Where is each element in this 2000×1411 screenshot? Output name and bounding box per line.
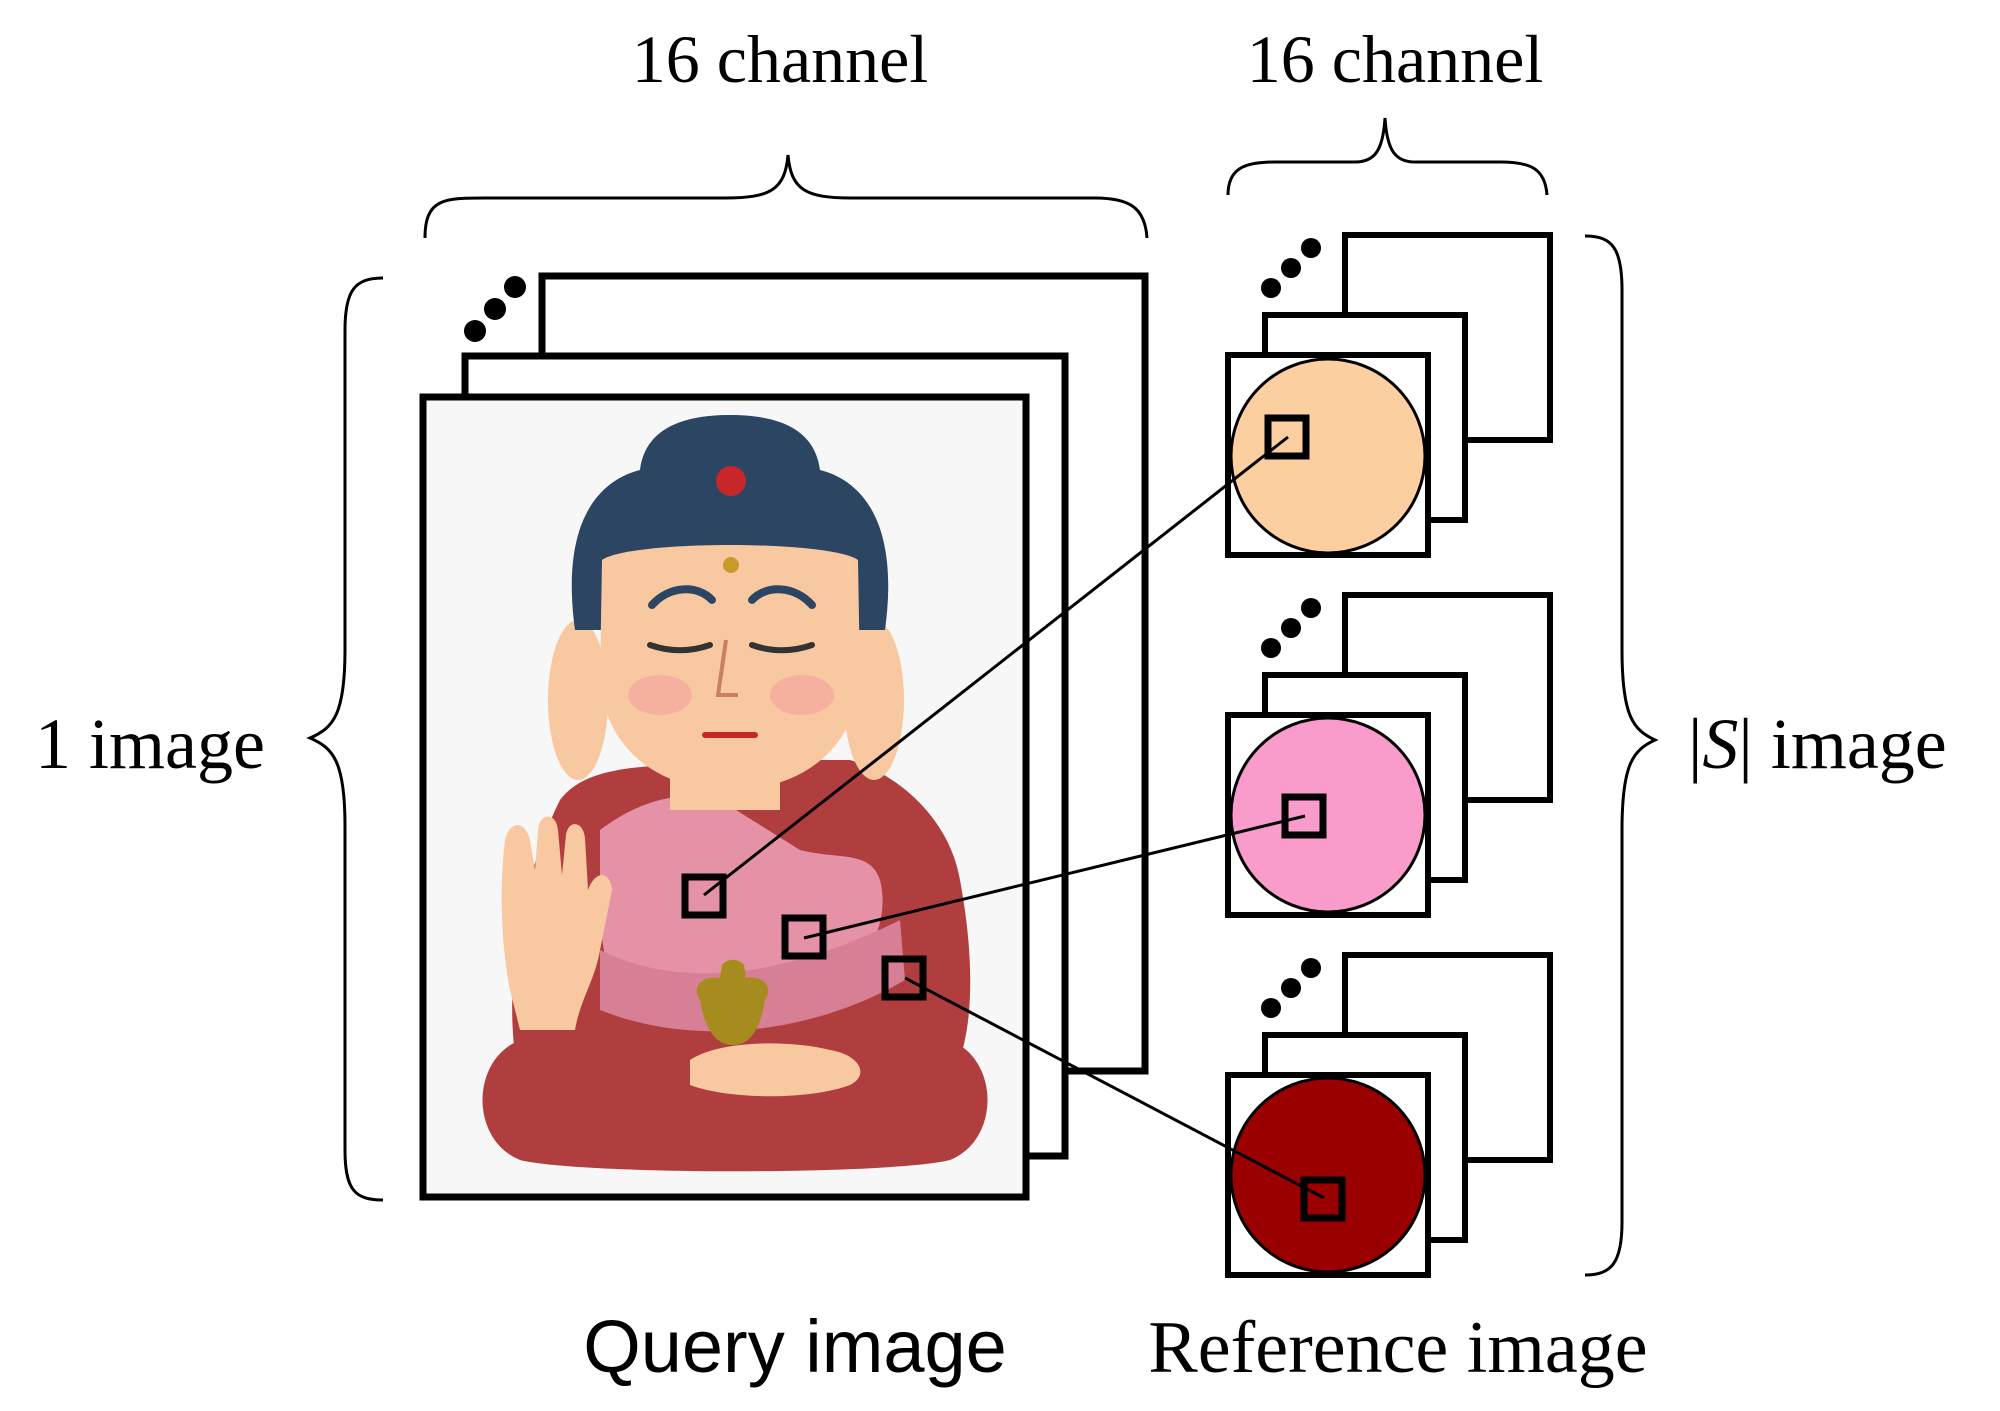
urna bbox=[716, 466, 746, 496]
query-channel-brace bbox=[423, 154, 1149, 239]
robe-band bbox=[600, 920, 905, 1032]
query-caption: Query image bbox=[583, 1305, 1007, 1388]
buddha-illustration bbox=[482, 415, 988, 1172]
query-channel-label: 16 channel bbox=[632, 21, 928, 97]
reference-1-color-circle bbox=[1229, 357, 1427, 555]
query-count-label: 1 image bbox=[35, 704, 265, 784]
right-cheek bbox=[770, 675, 834, 715]
left-ear bbox=[548, 620, 608, 780]
connector-line-3 bbox=[904, 976, 1325, 1200]
query-patch-3 bbox=[881, 955, 927, 1001]
raised-hand bbox=[501, 816, 612, 1030]
reference-1-patch bbox=[1264, 414, 1310, 460]
query-count-brace bbox=[306, 276, 384, 1202]
right-eye bbox=[749, 642, 815, 654]
reference-2-ellipsis bbox=[1261, 598, 1321, 658]
connector-line-2 bbox=[803, 814, 1306, 940]
reference-stack-3 bbox=[1225, 952, 1553, 1278]
query-ellipsis bbox=[464, 276, 526, 342]
reference-1-ellipsis bbox=[1261, 238, 1321, 298]
reference-stack-2 bbox=[1225, 592, 1553, 918]
face bbox=[600, 545, 860, 790]
reference-3-patch bbox=[1300, 1176, 1346, 1222]
medicine-pot bbox=[696, 959, 769, 1045]
reference-2-color-circle bbox=[1229, 716, 1427, 914]
query-stack bbox=[419, 272, 1149, 1201]
right-eyebrow bbox=[748, 585, 816, 609]
left-eyebrow bbox=[648, 585, 716, 609]
reference-2-patch bbox=[1281, 793, 1327, 839]
lower-hand bbox=[690, 1043, 861, 1097]
reference-count-brace bbox=[1584, 234, 1659, 1277]
query-patch-1 bbox=[681, 873, 727, 919]
left-cheek bbox=[628, 675, 692, 715]
connector-line-1 bbox=[703, 435, 1289, 897]
reference-3-color-circle bbox=[1229, 1076, 1427, 1274]
reference-channel-label: 16 channel bbox=[1247, 21, 1543, 97]
reference-stack-1 bbox=[1225, 232, 1553, 558]
reference-3-ellipsis bbox=[1261, 958, 1321, 1018]
reference-count-label: |S| image bbox=[1688, 704, 1947, 784]
nose bbox=[715, 639, 738, 697]
query-patch-2 bbox=[781, 914, 827, 960]
left-eye bbox=[647, 642, 713, 654]
forehead-dot bbox=[723, 557, 739, 573]
reference-caption: Reference image bbox=[1148, 1307, 1647, 1389]
reference-channel-brace bbox=[1226, 117, 1549, 196]
